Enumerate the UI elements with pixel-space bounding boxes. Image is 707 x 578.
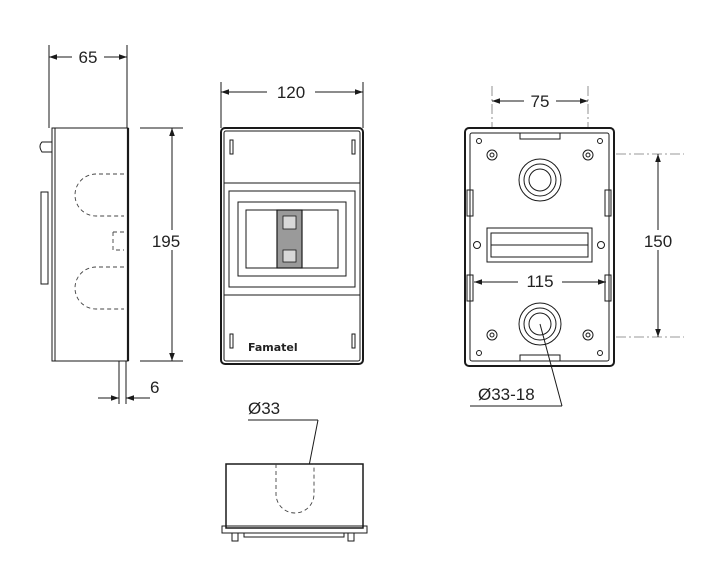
rail-length-label: 115 (526, 272, 553, 291)
bottom-knockout-label: Ø33 (248, 399, 280, 418)
mount-hole-br (582, 329, 594, 341)
back-knockout-label: Ø33-18 (478, 385, 535, 404)
mount-hole-bl (486, 329, 498, 341)
back-knockout-bottom (518, 302, 562, 346)
side-body (51, 127, 129, 362)
height-dimension-label: 195 (152, 232, 180, 251)
window-frame (223, 182, 361, 296)
bottom-body (225, 463, 364, 529)
hanging-tab (39, 141, 52, 153)
wall-dimension-label: 6 (150, 378, 159, 397)
mount-hole-tl (486, 149, 498, 161)
mount-hole-tr (582, 149, 594, 161)
back-body (464, 127, 615, 367)
spacing-dimension-label: 75 (531, 92, 550, 111)
bottom-view: Ø33 (221, 399, 368, 542)
back-view: 75 150 (464, 86, 684, 407)
side-knockout-top (74, 173, 124, 217)
side-knockout-bottom (74, 266, 124, 310)
mount-height-label: 150 (644, 232, 672, 251)
back-knockout-top (518, 158, 562, 202)
brand-label: Famatel (248, 341, 298, 354)
height-dimension: 195 (140, 127, 188, 362)
width-dimension-label: 120 (277, 83, 305, 102)
bottom-knockout (275, 464, 315, 514)
front-view: 120 Famatel (220, 82, 364, 365)
din-rail (473, 227, 605, 263)
depth-dimension-label: 65 (79, 48, 98, 67)
side-view: 65 6 (39, 45, 159, 404)
